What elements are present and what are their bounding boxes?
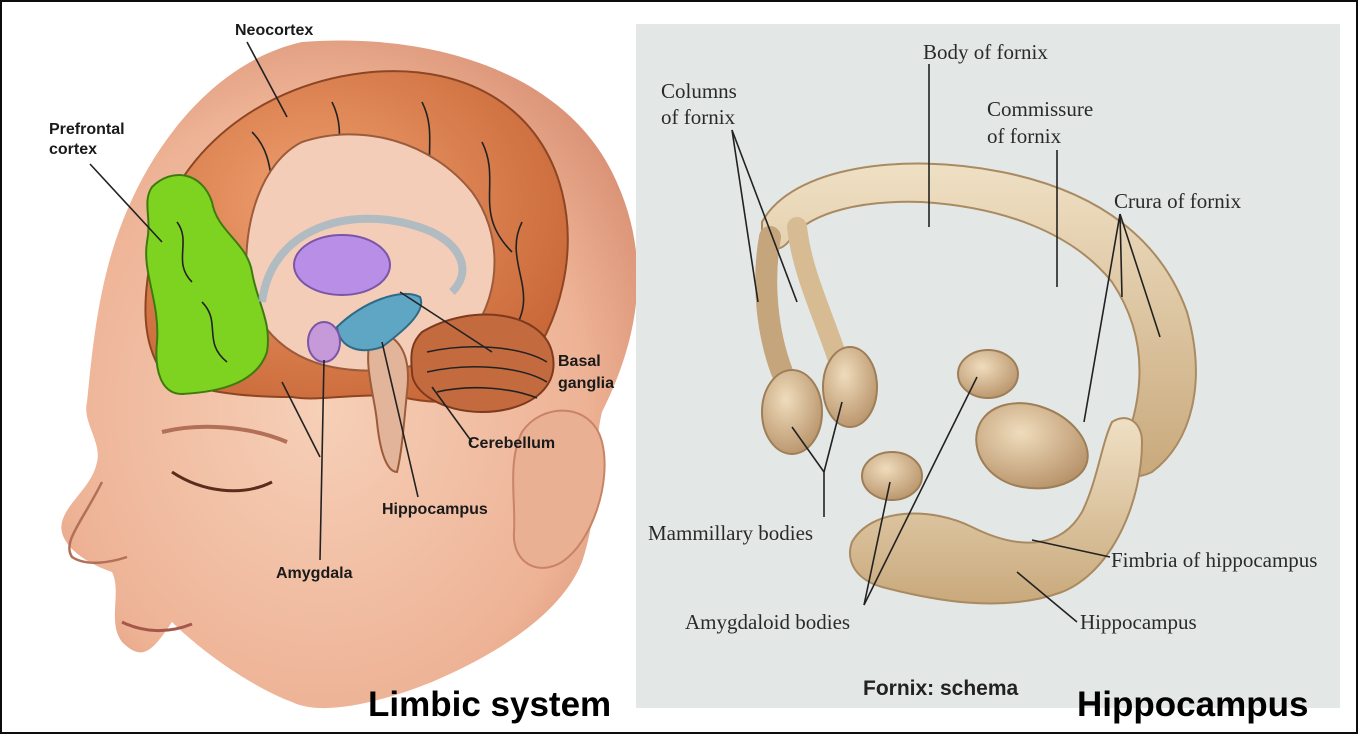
- label-crura-of-fornix: Crura of fornix: [1114, 189, 1242, 213]
- label-cerebellum: Cerebellum: [468, 435, 555, 452]
- prefrontal-gyri: [176, 221, 228, 363]
- label-columns-line1: Columns: [661, 79, 737, 103]
- cerebellum-region: [410, 313, 555, 414]
- left-leader-lines: [89, 41, 493, 561]
- fornix-arch: [258, 214, 467, 303]
- hippocampus-curve: [849, 417, 1144, 605]
- mammillary-body-right: [822, 346, 878, 428]
- label-commissure-line2: of fornix: [987, 124, 1062, 148]
- label-prefrontal-line2: cortex: [49, 141, 97, 158]
- right-leader-lines: [731, 64, 1161, 623]
- label-basal-line2: ganglia: [558, 375, 614, 392]
- label-hippocampus-left: Hippocampus: [382, 501, 488, 518]
- amygdaloid-body-upper: [957, 349, 1019, 399]
- ear: [512, 409, 606, 569]
- label-neocortex: Neocortex: [235, 22, 313, 39]
- hippocampus-structure: [335, 292, 423, 352]
- label-amygdaloid-bodies: Amygdaloid bodies: [685, 610, 850, 634]
- fornix-columns-2: [787, 217, 847, 367]
- label-columns-line2: of fornix: [661, 105, 736, 129]
- nose: [68, 481, 128, 564]
- mouth: [121, 620, 193, 633]
- fornix-illustration: [755, 162, 1197, 605]
- closed-eye: [171, 470, 273, 493]
- label-prefrontal-line1: Prefrontal: [49, 121, 125, 138]
- label-fimbria: Fimbria of hippocampus: [1111, 548, 1317, 572]
- eyebrow: [161, 424, 288, 444]
- amygdaloid-body-lower: [861, 451, 923, 501]
- label-mammillary-bodies: Mammillary bodies: [648, 521, 813, 545]
- basal-ganglia-structure: [293, 234, 391, 296]
- label-hippocampus-right: Hippocampus: [1080, 610, 1197, 634]
- label-body-of-fornix: Body of fornix: [923, 40, 1048, 64]
- amygdala-structure: [307, 321, 341, 363]
- hippocampus-head-right: [975, 402, 1089, 490]
- label-commissure-line1: Commissure: [987, 97, 1093, 121]
- label-amygdala: Amygdala: [276, 565, 353, 582]
- cerebellum-folia: [426, 346, 548, 399]
- prefrontal-cortex-region: [145, 174, 269, 396]
- mammillary-body-left: [761, 369, 823, 455]
- fornix-columns: [755, 226, 793, 383]
- head-illustration: [61, 40, 638, 709]
- title-limbic-system: Limbic system: [368, 685, 611, 724]
- fornix-schema-caption: Fornix: schema: [863, 677, 1019, 700]
- title-hippocampus: Hippocampus: [1077, 685, 1308, 724]
- label-basal-line1: Basal: [558, 353, 601, 370]
- brainstem: [367, 330, 409, 474]
